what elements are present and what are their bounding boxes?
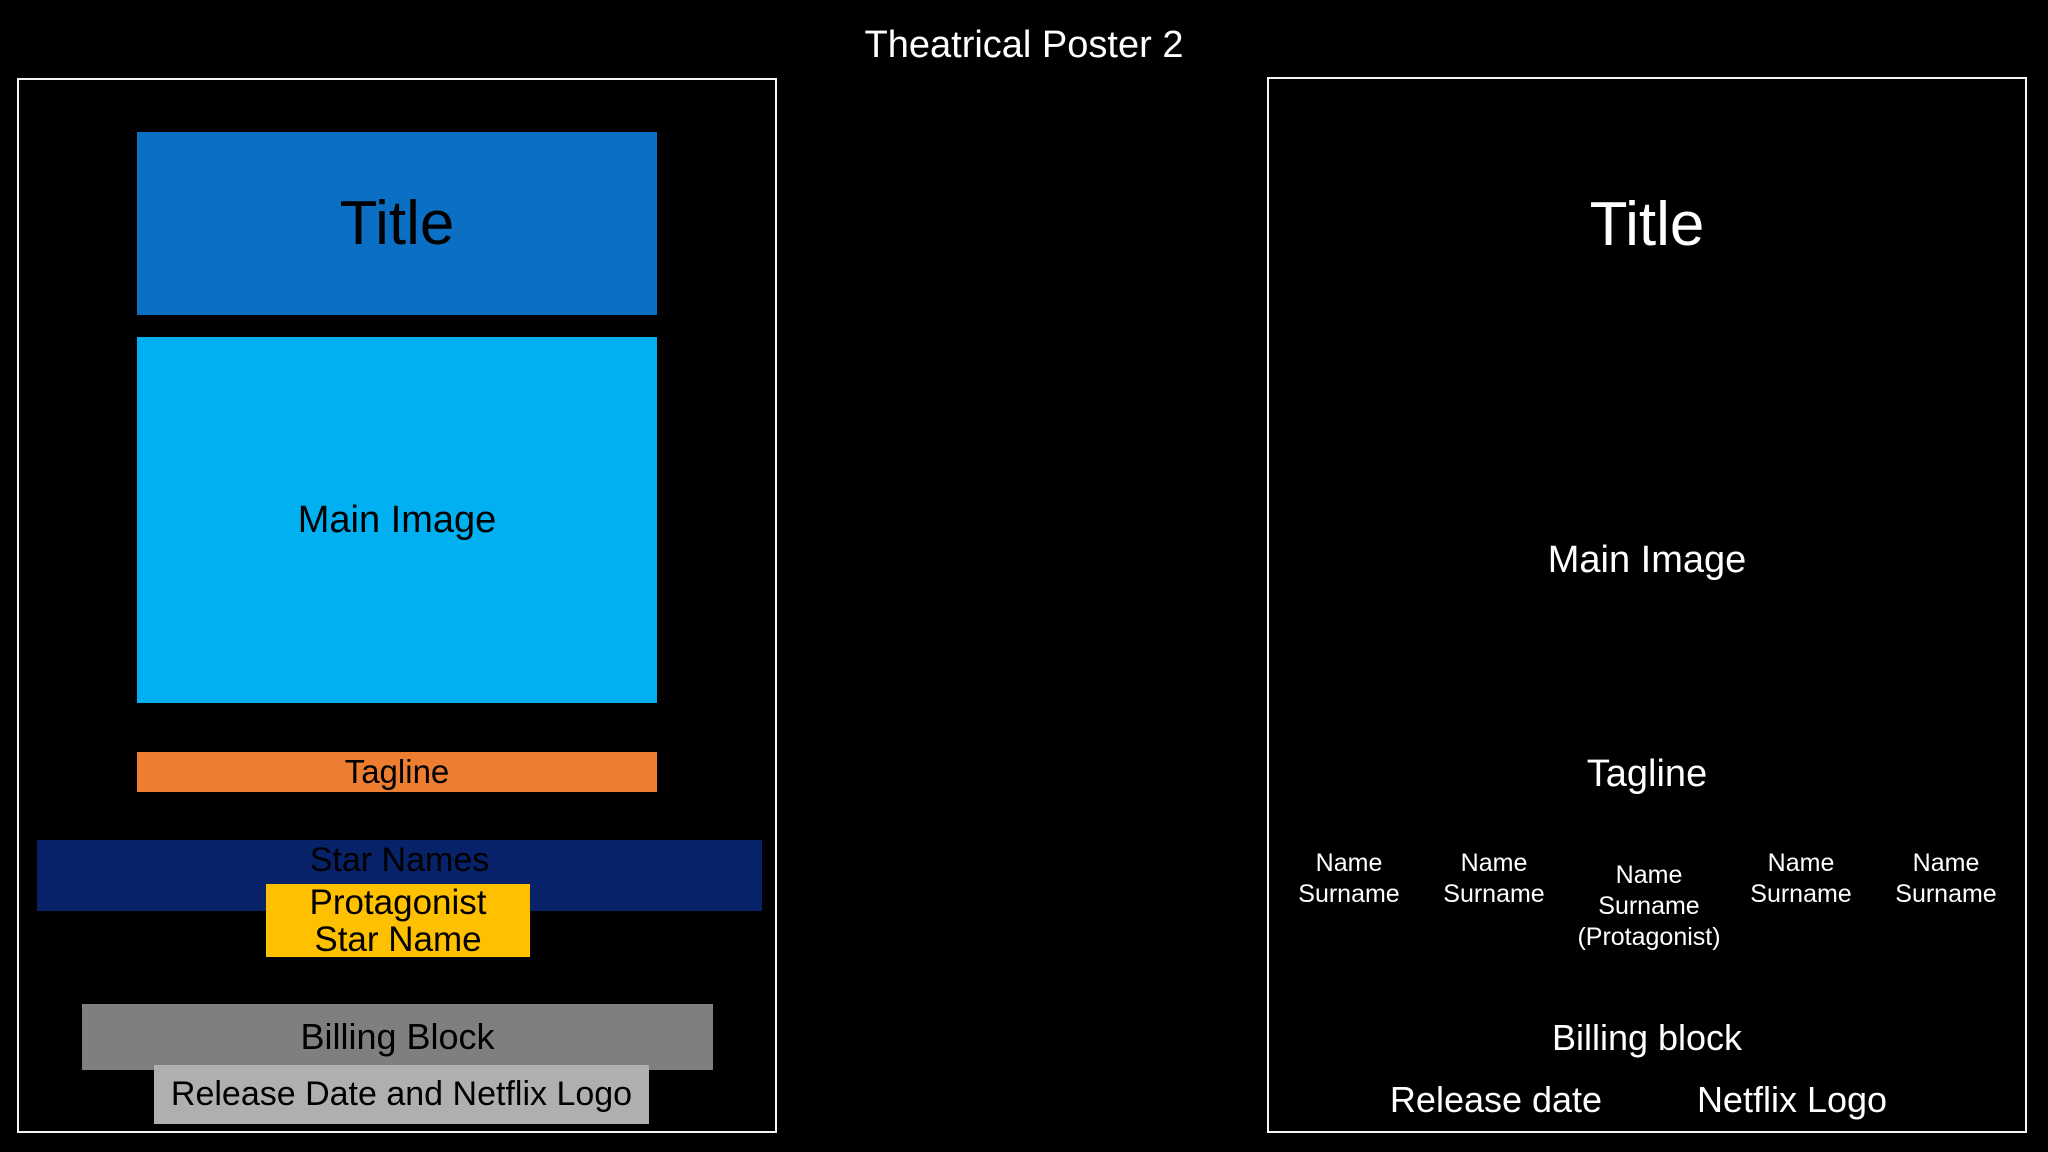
protagonist-star-name-block: Protagonist Star Name <box>266 884 530 957</box>
preview-billing-block-text: Billing block <box>1551 1017 1743 1058</box>
star-name-line: Name <box>1767 849 1835 877</box>
star-name-column: Name Surname <box>1701 848 1901 910</box>
star-name-line: Surname <box>1750 880 1852 908</box>
preview-release-date-text: Release date <box>1389 1079 1603 1120</box>
star-name-line: Surname <box>1895 880 1997 908</box>
poster-wireframe-panel: Title Main Image Tagline Star Names Prot… <box>17 78 777 1133</box>
star-name-column-protagonist: Name Surname (Protagonist) <box>1549 860 1749 953</box>
star-name-line: Name <box>1912 849 1980 877</box>
star-name-column: Name Surname <box>1394 848 1594 910</box>
star-name-line: Surname <box>1598 892 1700 920</box>
slide-title: Theatrical Poster 2 <box>864 24 1184 66</box>
star-name-line: Surname <box>1443 880 1545 908</box>
billing-block: Billing Block <box>82 1004 713 1070</box>
preview-tagline-text: Tagline <box>1586 753 1708 795</box>
star-name-column: Name Surname <box>1846 848 2046 910</box>
preview-netflix-logo-text: Netflix Logo <box>1696 1079 1888 1120</box>
star-name-line: (Protagonist) <box>1577 923 1721 951</box>
star-name-line: Name <box>1460 849 1528 877</box>
preview-title-text: Title <box>1589 190 1705 259</box>
release-date-netflix-logo-block: Release Date and Netflix Logo <box>154 1065 649 1124</box>
preview-main-image-text: Main Image <box>1547 539 1747 581</box>
title-block: Title <box>137 132 657 315</box>
protagonist-block-line2: Star Name <box>314 919 482 958</box>
main-image-block: Main Image <box>137 337 657 703</box>
star-name-line: Name <box>1615 861 1683 889</box>
star-name-line: Name <box>1315 849 1383 877</box>
tagline-block: Tagline <box>137 752 657 792</box>
star-name-column: Name Surname <box>1249 848 1449 910</box>
poster-preview-panel: Title Main Image Tagline Name Surname Na… <box>1267 77 2027 1133</box>
star-name-line: Surname <box>1298 880 1400 908</box>
protagonist-block-line1: Protagonist <box>309 884 487 922</box>
